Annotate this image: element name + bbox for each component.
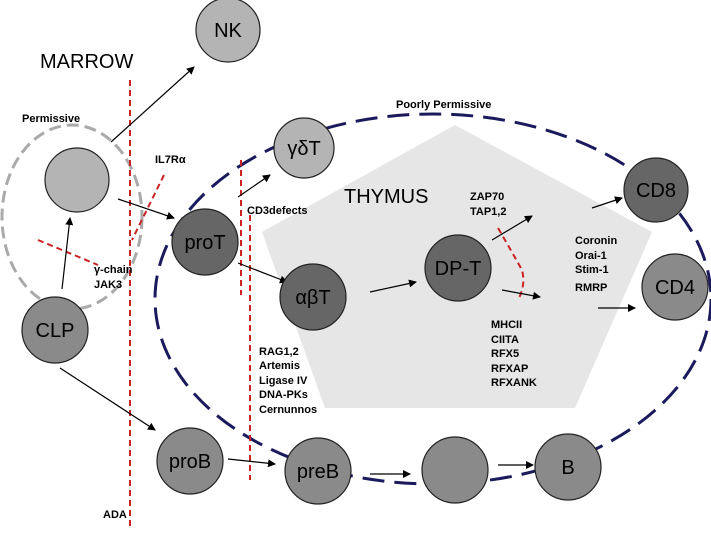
gdt-label: γδT [287,138,320,160]
arrow-prot-abt [237,262,288,284]
jak3-label: JAK3 [94,279,122,291]
permissive-label: Permissive [22,113,80,125]
arrow-hsc-prot [117,198,175,220]
arrow-dpt-cd8 [491,215,533,241]
cd4-label: CD4 [655,277,695,299]
zap70-label: ZAP70 [470,191,504,203]
abt-label: αβT [295,287,330,309]
preb-label: preB [297,461,339,483]
il7ra-block-line [131,174,165,241]
tap-label: TAP1,2 [470,206,506,218]
dpt-cell [424,234,492,302]
gdt-cell [273,117,335,179]
prot-cell [171,208,239,276]
prob-label: proB [169,451,211,473]
clp-label: CLP [36,320,75,342]
b-label: B [561,457,574,479]
immature-b-cell [421,436,489,504]
cd8-cell [623,157,689,223]
arrows [59,66,636,478]
poorly-permissive-label: Poorly Permissive [396,99,491,111]
rag-label: RAG1,2 [259,346,299,358]
rfxank-label: RFXANK [491,377,537,389]
cernunnos-label: Cernunnos [259,404,317,416]
arrow-dp-cd8-bridge [591,196,623,209]
ada-label: ADA [103,509,127,521]
cd4-cell [641,253,709,321]
dnapk-label: DNA-PKs [259,389,308,401]
preb-cell [284,437,352,505]
dpt-label: DP-T [435,258,482,280]
marrow-title: MARROW [40,51,133,73]
prot-label: proT [184,232,225,254]
il7ra-label: IL7Rα [155,154,186,166]
hsc-cell [44,147,110,213]
ciita-label: CIITA [491,334,519,346]
mhcii-label: MHCII [491,319,522,331]
ligase-label: Ligase IV [259,375,308,387]
arrow-clp-hsc [61,217,74,290]
stim1-label: Stim-1 [575,264,609,276]
rfxap-label: RFXAP [491,363,528,375]
nk-cell [195,0,261,63]
abt-cell [279,263,347,331]
thymus-title: THYMUS [344,186,428,208]
rfx5-label: RFX5 [491,348,519,360]
cells [21,0,709,505]
artemis-label: Artemis [259,360,300,372]
cd8-label: CD8 [636,180,676,202]
arrow-prot-gdt [237,174,271,198]
gamma-chain-label: γ-chain [94,264,133,276]
defect-lines [37,80,525,530]
arrow-dpt-mhc [501,289,541,300]
arrow-prob-preb [227,458,276,468]
b-cell [534,433,602,501]
orai1-label: Orai-1 [575,250,607,262]
coronin-label: Coronin [575,235,617,247]
arrow-abt-dpt [369,279,417,293]
rmrp-label: RMRP [575,282,607,294]
gamma-chain-block-line [37,239,99,266]
arrow-clp-prob [59,367,156,431]
zap70-block-line [497,227,525,301]
nk-label: NK [214,20,242,42]
cd3-defects-label: CD3defects [247,205,308,217]
clp-cell [21,296,89,364]
arrow-hsc-nk [110,66,195,143]
prob-cell [156,427,224,495]
